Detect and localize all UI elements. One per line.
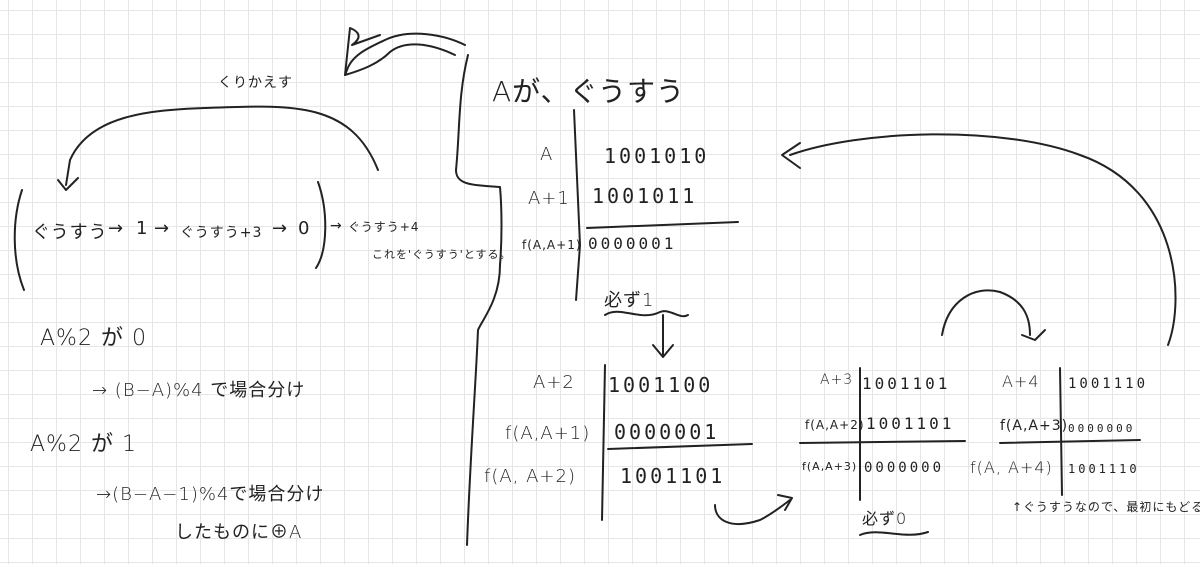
cycle-arrow-3: → (272, 218, 289, 239)
table3-label-f2: f(A,A+2) (805, 418, 865, 432)
loop-arc (941, 289, 1031, 336)
table4-label-f4: f(A, A+4) (970, 458, 1053, 477)
table3-note: 必ず0 (862, 509, 908, 528)
table2-arrow-out (714, 499, 791, 525)
repeat-label: くりかえす (218, 75, 293, 91)
table4-bits-f3: 0000000 (1068, 422, 1136, 435)
table1-label-a1: A+1 (528, 188, 570, 209)
repeat-arc (65, 105, 379, 186)
table1-bits-f: 0000001 (588, 234, 677, 253)
return-arc (789, 133, 1177, 346)
table3-bits-f3: 0000000 (864, 460, 945, 476)
table3-rule (799, 440, 966, 444)
return-arc-arrowhead (781, 142, 801, 169)
table4-rule (999, 439, 1141, 444)
table3-note-underline (859, 531, 929, 536)
table2-vertical-line (601, 364, 606, 521)
table2-bits-f1: 0000001 (614, 420, 720, 444)
table1-bits-a: 1001010 (604, 144, 710, 168)
table1-bits-a1: 1001011 (592, 184, 698, 208)
cycle-even-plus-3: ぐうすう+3 (180, 225, 263, 241)
table3-label-a3: A+3 (820, 372, 854, 388)
table4-bits-f4: 1001110 (1068, 462, 1140, 476)
table1-label-a: A (540, 144, 554, 165)
header-title: Aが、ぐうすう (492, 75, 686, 108)
table1-note-underline (604, 310, 689, 318)
table2-arrow-out-head (777, 494, 793, 511)
left-paren (13, 189, 25, 291)
case1-result: → (B−A)%4 で場合分け (92, 380, 306, 401)
cycle-arrow-2: → (154, 218, 171, 239)
cycle-one: 1 (136, 218, 149, 239)
cycle-zero: 0 (298, 218, 311, 239)
table2-bits-a2: 1001100 (608, 373, 714, 397)
table4-bits-a4: 1001110 (1068, 376, 1149, 392)
cycle-next: ぐうすう+4 (348, 220, 420, 234)
case2-result-line2: したものに⊕A (175, 522, 303, 543)
table4-label-f3: f(A,A+3) (1000, 418, 1069, 434)
table3-label-f3: f(A,A+3) (802, 460, 858, 473)
case2-result-line1: →(B−A−1)%4で場合分け (96, 484, 325, 505)
table3-bits-f2: 1001101 (866, 414, 955, 433)
right-paren (315, 181, 327, 269)
table1-arrow-down (652, 314, 674, 358)
cycle-even: ぐうすう (32, 222, 108, 243)
table2-label-f2: f(A, A+2) (484, 466, 576, 487)
table4-label-a4: A+4 (1002, 372, 1040, 391)
table1-label-f: f(A,A+1) (522, 238, 582, 252)
hook-arrow (344, 32, 466, 76)
cycle-arrow-1: → (108, 218, 125, 239)
case2-condition: A%2 が 1 (30, 432, 137, 457)
table1-vertical-line (573, 109, 581, 301)
table4-vertical-line (1059, 367, 1063, 496)
cycle-arrow-4: → (330, 218, 343, 234)
hook-arrow-tip (344, 27, 381, 76)
case1-condition: A%2 が 0 (40, 326, 147, 351)
table4-note: ↑ぐうすうなので、最初にもどる。 (1012, 500, 1200, 514)
table2-label-f1: f(A,A+1) (505, 423, 591, 444)
table2-rule (607, 443, 753, 450)
table1-note: 必ず1 (604, 290, 655, 311)
table3-bits-a3: 1001101 (862, 374, 951, 393)
table1-rule (586, 221, 739, 229)
repeat-arc-arrowhead (57, 177, 79, 191)
center-divider-line (455, 54, 503, 546)
table2-label-a2: A+2 (533, 372, 575, 393)
cycle-note: これを'ぐうすう'とする。 (372, 248, 512, 261)
table2-bits-f2: 1001101 (620, 464, 726, 488)
loop-arc-arrowhead (1021, 329, 1046, 341)
